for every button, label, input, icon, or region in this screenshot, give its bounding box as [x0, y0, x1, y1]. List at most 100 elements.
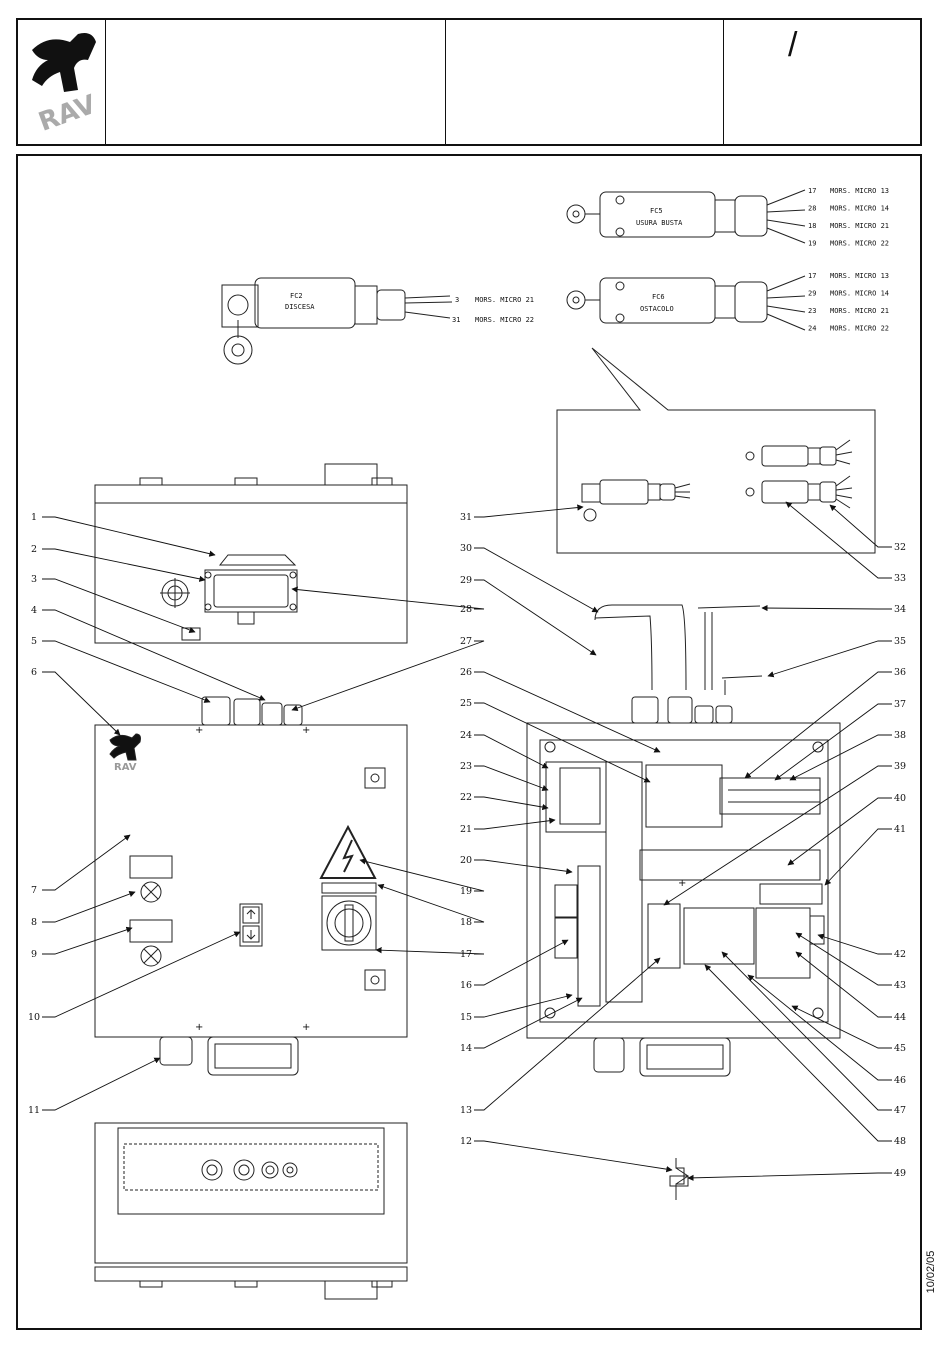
callout-number: 2 — [31, 544, 37, 555]
fc6-name: FC6 — [652, 293, 665, 301]
callout-number: 24 — [460, 730, 472, 741]
callout-number: 1 — [31, 512, 37, 523]
limit-switch-fc6 — [566, 275, 806, 331]
leader-line — [824, 828, 892, 886]
leader-line — [795, 951, 892, 1018]
drawing-frame — [16, 154, 922, 1330]
limit-switch-fc2 — [221, 277, 453, 365]
callout-number: 38 — [894, 730, 906, 741]
leader-line — [474, 671, 661, 753]
leader-line — [42, 834, 131, 891]
callout-number: 37 — [894, 699, 906, 710]
callout-number: 8 — [31, 917, 37, 928]
callout-number: 3 — [31, 574, 37, 585]
detail-switches — [581, 439, 853, 522]
callout-number: 17 — [460, 949, 472, 960]
svg-text:+: + — [195, 1022, 203, 1033]
wire-terminal-label: MORS. MICRO 22 — [830, 240, 889, 248]
enclosure-open-view: + — [526, 604, 841, 1077]
svg-text:+: + — [195, 725, 203, 736]
wire-terminal-label: MORS. MICRO 14 — [830, 205, 889, 213]
callout-number: 12 — [460, 1136, 472, 1147]
callout-number: 31 — [460, 512, 472, 523]
leader-line — [767, 640, 892, 678]
leader-line — [774, 703, 892, 781]
wire-terminal-label: MORS. MICRO 14 — [830, 290, 889, 298]
leader-line — [291, 586, 485, 610]
callout-number: 48 — [894, 1136, 906, 1147]
callout-number: 15 — [460, 1012, 472, 1023]
leader-line — [42, 609, 266, 701]
leader-line — [789, 734, 892, 781]
leader-line — [474, 796, 549, 811]
detail-callout-box — [556, 347, 876, 554]
callout-number: 43 — [894, 980, 906, 991]
fc2-wire-n: 3 — [455, 296, 459, 304]
logo-cell: RAV — [18, 20, 106, 144]
callout-number: 18 — [460, 917, 472, 928]
wire-terminal-label: MORS. MICRO 21 — [830, 307, 889, 315]
wire-number: 17 — [808, 272, 816, 280]
leader-line — [42, 891, 136, 923]
fc5-name: FC5 — [650, 207, 663, 215]
callout-number: 20 — [460, 855, 472, 866]
leader-line — [42, 931, 241, 1018]
leader-line — [42, 578, 196, 633]
callout-number: 25 — [460, 698, 472, 709]
callout-number: 19 — [460, 886, 472, 897]
leader-line — [42, 516, 216, 557]
leader-line — [474, 957, 661, 1111]
leader-line — [704, 964, 892, 1142]
callout-number: 46 — [894, 1075, 906, 1086]
leader-line — [474, 579, 597, 656]
callout-number: 40 — [894, 793, 906, 804]
leader-line — [721, 951, 892, 1111]
leader-line — [474, 997, 583, 1049]
callout-number: 28 — [460, 604, 472, 615]
callout-number: 5 — [31, 636, 37, 647]
leader-line — [829, 504, 892, 548]
callout-number: 21 — [460, 824, 472, 835]
callout-number: 6 — [31, 667, 37, 678]
callout-number: 36 — [894, 667, 906, 678]
fc2-wire-n: 31 — [452, 316, 460, 324]
callout-number: 39 — [894, 761, 906, 772]
leader-line — [375, 947, 485, 955]
callout-number: 34 — [894, 604, 906, 615]
callout-number: 22 — [460, 792, 472, 803]
leader-line — [761, 604, 892, 612]
fc5-desc: USURA BUSTA — [636, 219, 683, 227]
fc2-wire-label: MORS. MICRO 21 — [475, 296, 534, 304]
callout-number: 33 — [894, 573, 906, 584]
leader-line — [787, 797, 892, 866]
wire-number: 19 — [808, 240, 816, 248]
leader-line — [359, 858, 485, 892]
wire-terminal-label: MORS. MICRO 13 — [830, 187, 889, 195]
enclosure-bottom-view — [94, 1122, 408, 1300]
leader-line — [377, 883, 485, 923]
fc2-wire-label: MORS. MICRO 22 — [475, 316, 534, 324]
callout-number: 29 — [460, 575, 472, 586]
callout-number: 49 — [894, 1168, 906, 1179]
small-logo-text: RAV — [114, 762, 137, 773]
leader-line — [42, 926, 133, 955]
callout-number: 35 — [894, 636, 906, 647]
description-cell — [446, 20, 724, 144]
leader-line — [744, 671, 892, 779]
callout-number: 10 — [28, 1012, 40, 1023]
din-rail-clip — [669, 1158, 689, 1200]
leader-line — [817, 933, 892, 955]
callout-number: 27 — [460, 636, 472, 647]
revision-mark: / — [788, 26, 798, 64]
wire-number: 29 — [808, 290, 816, 298]
callout-number: 7 — [31, 885, 37, 896]
leader-line — [474, 765, 549, 791]
callout-number: 32 — [894, 542, 906, 553]
fc6-desc: OSTACOLO — [640, 305, 674, 313]
callout-number: 23 — [460, 761, 472, 772]
leader-line — [474, 702, 651, 783]
wire-number: 17 — [808, 187, 816, 195]
svg-text:+: + — [678, 878, 686, 889]
